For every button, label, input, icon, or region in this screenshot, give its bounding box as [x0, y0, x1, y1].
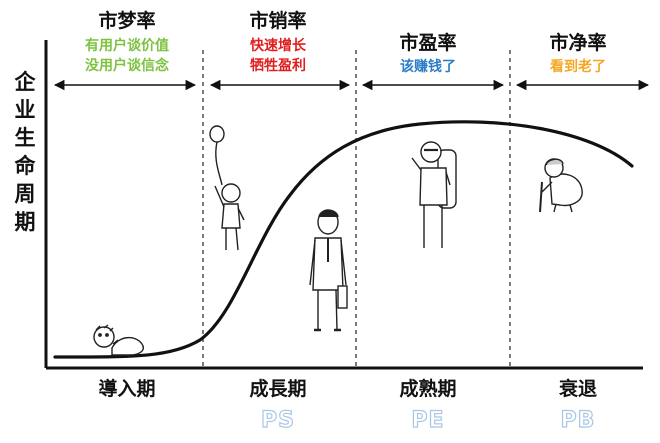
stage-label: 導入期 [98, 378, 156, 400]
phase-title: 市净率 [549, 32, 607, 54]
stage-label: 衰退 [558, 378, 598, 400]
metric-label: PE [411, 408, 445, 433]
phase-title: 市梦率 [98, 10, 156, 32]
phase-title: 市盈率 [399, 32, 457, 54]
businessman-icon [309, 209, 348, 332]
child-with-balloon-icon [209, 125, 245, 251]
phase-note: 看到老了 [550, 59, 606, 75]
y-axis-label: 企业生命周期 [14, 70, 36, 234]
phase-note: 该赚钱了 [400, 59, 456, 75]
phase-title: 市销率 [249, 10, 307, 32]
elderly-person-with-cane-icon [539, 158, 583, 213]
sleeping-baby-icon [93, 324, 144, 356]
stage-label: 成熟期 [399, 378, 457, 400]
phase-note: 快速增长 [250, 38, 306, 54]
stage-label: 成長期 [249, 378, 307, 400]
metric-label: PB [560, 408, 596, 433]
phase-note: 没用户谈信念 [85, 58, 169, 74]
metric-label: PS [260, 408, 295, 433]
lifecycle-curve [53, 120, 634, 359]
phase-note: 有用户谈价值 [85, 38, 169, 54]
phase-note: 牺牲盈利 [250, 58, 306, 74]
hiker-with-backpack-icon [411, 141, 457, 248]
